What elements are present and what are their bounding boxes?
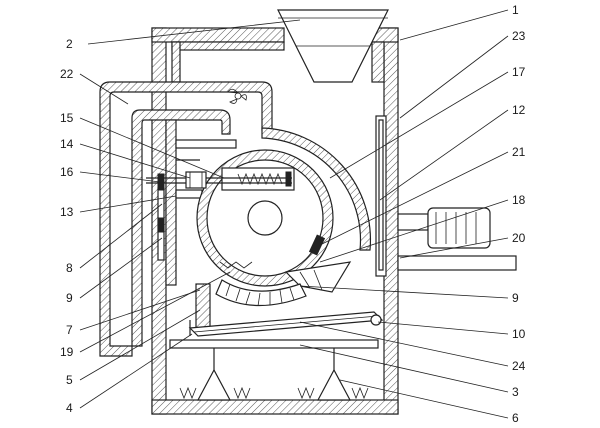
motor	[397, 207, 517, 271]
right-rail	[375, 115, 387, 277]
leader-lines	[79, 9, 509, 419]
label-23: 23	[512, 29, 526, 43]
label-10: 10	[512, 327, 526, 341]
label-3: 3	[512, 385, 519, 399]
inclined-tray	[188, 311, 384, 337]
label-9-right: 9	[512, 291, 519, 305]
label-15: 15	[60, 111, 74, 125]
grate	[215, 279, 307, 307]
label-22: 22	[60, 67, 74, 81]
fan	[227, 88, 247, 104]
support-legs	[179, 348, 369, 401]
rotor-drum	[196, 149, 334, 287]
label-21: 21	[512, 145, 526, 159]
label-8: 8	[66, 261, 73, 275]
label-14: 14	[60, 137, 74, 151]
label-12: 12	[512, 103, 526, 117]
label-7: 7	[66, 323, 73, 337]
label-6: 6	[512, 411, 519, 425]
label-13: 13	[60, 205, 74, 219]
label-24: 24	[512, 359, 526, 373]
label-9-left: 9	[66, 291, 73, 305]
label-1: 1	[512, 3, 519, 17]
label-2: 2	[66, 37, 73, 51]
feed-hopper	[277, 9, 389, 83]
label-18: 18	[512, 193, 526, 207]
callout-labels: 1 2 23 22 17 12 15 14 21 16 18 13 20 8 9…	[60, 3, 526, 425]
internal-frame	[157, 119, 237, 286]
label-20: 20	[512, 231, 526, 245]
label-4: 4	[66, 401, 73, 415]
collection-board	[169, 339, 379, 349]
label-5: 5	[66, 373, 73, 387]
label-16: 16	[60, 165, 74, 179]
sieve-plate	[284, 261, 352, 293]
label-17: 17	[512, 65, 526, 79]
screen-shell	[261, 127, 372, 251]
label-19: 19	[60, 345, 74, 359]
push-rod	[146, 171, 292, 189]
